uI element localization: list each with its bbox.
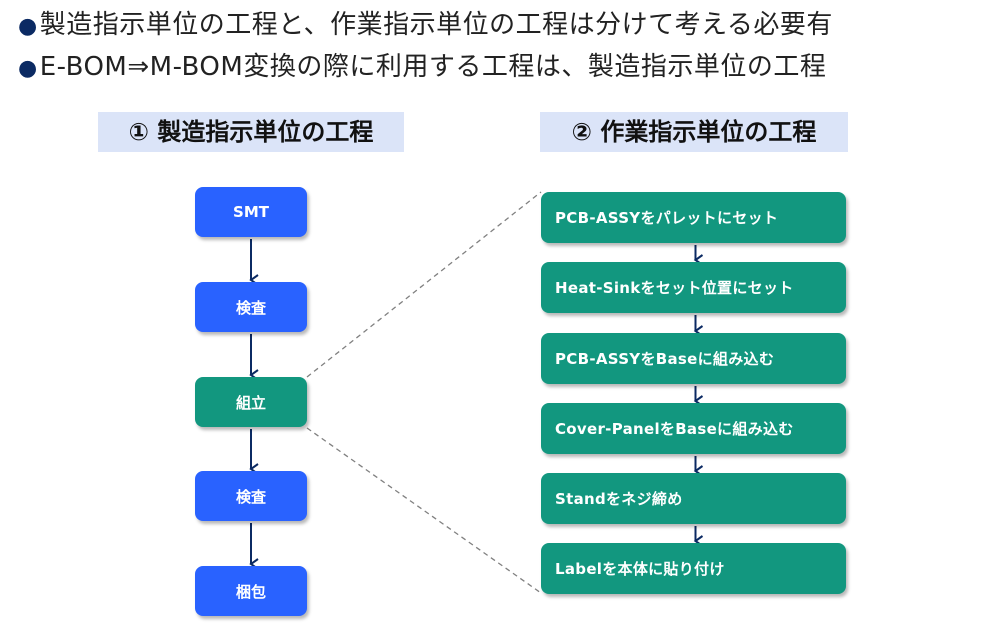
right-step-1: PCB-ASSYをパレットにセット: [541, 192, 846, 243]
step-label: Standをネジ締め: [555, 490, 683, 508]
left-section-title: ① 製造指示単位の工程: [98, 112, 404, 152]
right-step-4: Cover-PanelをBaseに組み込む: [541, 403, 846, 454]
right-section-title: ② 作業指示単位の工程: [540, 112, 848, 152]
step-label: 検査: [235, 298, 266, 317]
bullet-text: E-BOM⇒M-BOM変換の際に利用する工程は、製造指示単位の工程: [39, 52, 827, 82]
expansion-dashed-line-top: [306, 191, 542, 378]
right-step-3: PCB-ASSYをBaseに組み込む: [541, 333, 846, 384]
bullet-item-2: ●E-BOM⇒M-BOM変換の際に利用する工程は、製造指示単位の工程: [18, 50, 826, 86]
step-label: PCB-ASSYをBaseに組み込む: [555, 350, 775, 368]
step-label: 組立: [235, 393, 266, 412]
bullet-dot-icon: ●: [18, 56, 38, 81]
step-label: Cover-PanelをBaseに組み込む: [555, 420, 794, 438]
step-label: Labelを本体に貼り付け: [555, 560, 725, 578]
left-step-packing: 梱包: [195, 566, 307, 616]
step-label: 梱包: [235, 582, 266, 601]
bullet-item-1: ●製造指示単位の工程と、作業指示単位の工程は分けて考える必要有: [18, 8, 833, 44]
left-step-assembly: 組立: [195, 377, 307, 427]
right-step-2: Heat-Sinkをセット位置にセット: [541, 262, 846, 313]
bullet-text: 製造指示単位の工程と、作業指示単位の工程は分けて考える必要有: [39, 10, 833, 40]
bullet-dot-icon: ●: [18, 14, 38, 39]
left-step-inspection-1: 検査: [195, 282, 307, 332]
left-step-inspection-2: 検査: [195, 471, 307, 521]
expansion-dashed-line-bottom: [306, 427, 542, 594]
step-label: Heat-Sinkをセット位置にセット: [555, 279, 794, 297]
step-label: 検査: [235, 487, 266, 506]
right-step-5: Standをネジ締め: [541, 473, 846, 524]
step-label: PCB-ASSYをパレットにセット: [555, 209, 779, 227]
left-step-smt: SMT: [195, 187, 307, 237]
right-step-6: Labelを本体に貼り付け: [541, 543, 846, 594]
step-label: SMT: [233, 203, 269, 221]
